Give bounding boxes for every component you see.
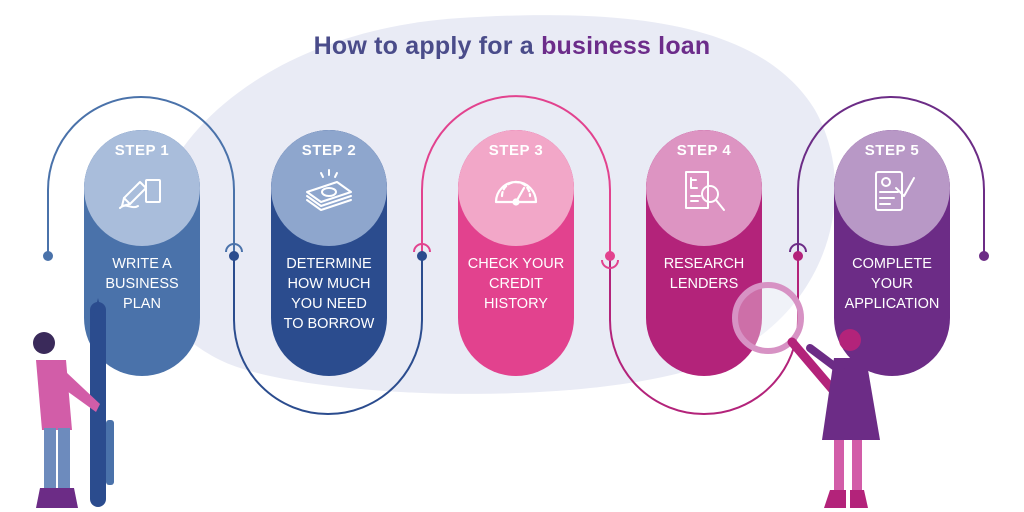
person-with-pen-illustration bbox=[33, 298, 114, 508]
person-with-magnifier-illustration bbox=[735, 285, 880, 508]
